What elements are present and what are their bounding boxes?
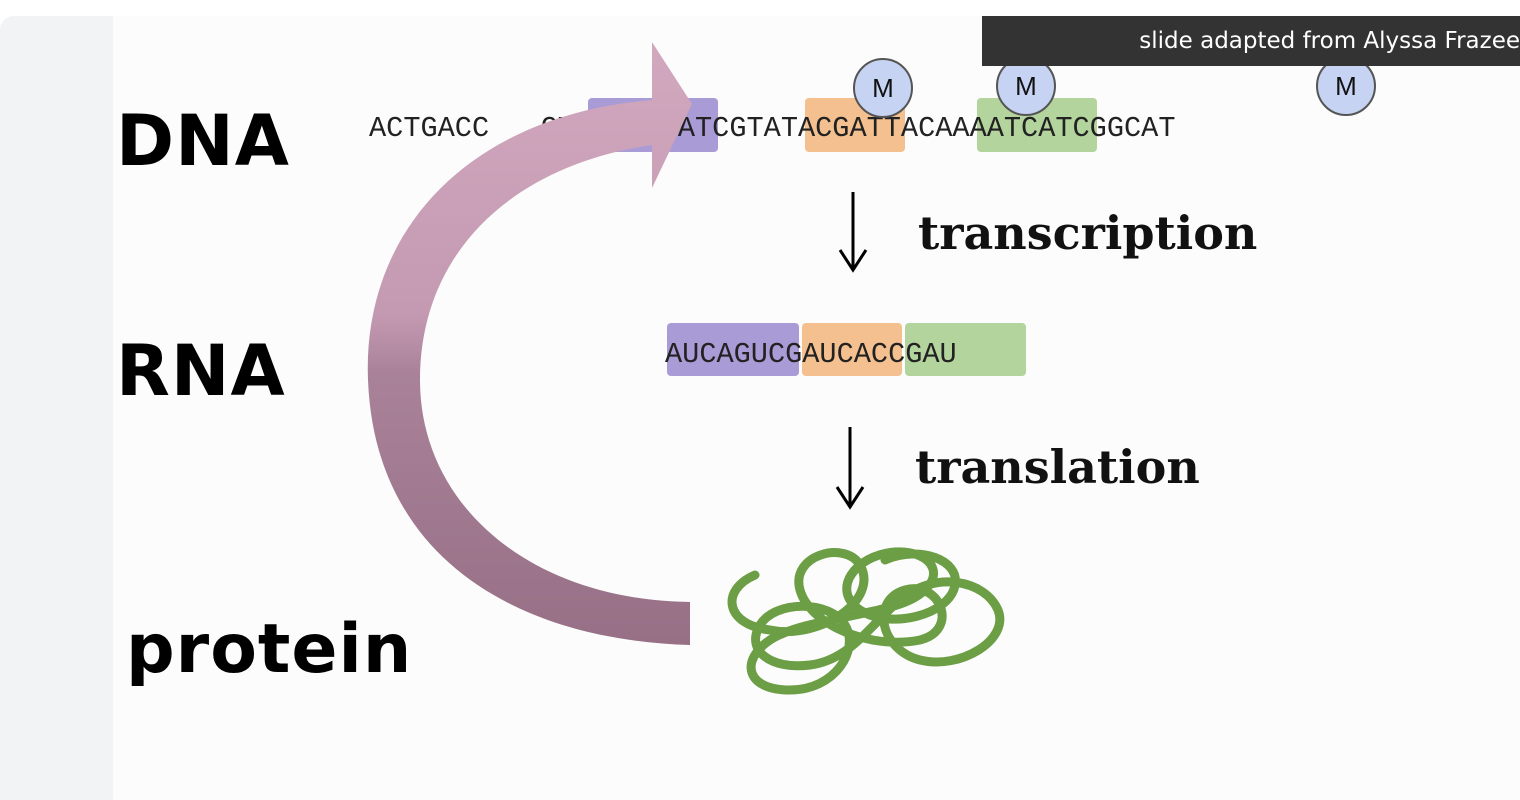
left-gutter [0, 16, 113, 800]
methylation-mark-2: M [996, 56, 1056, 116]
feedback-arrow [367, 42, 692, 645]
rna-label: RNA [116, 330, 286, 412]
rna-highlight-purple [667, 323, 799, 376]
slide-credit-text: slide adapted from Alyssa Frazee [1139, 28, 1520, 54]
translation-arrow [835, 427, 865, 510]
rna-highlight-orange [802, 323, 902, 376]
slide-credit-banner: slide adapted from Alyssa Frazee [982, 16, 1520, 66]
methylation-mark-1: M [853, 58, 913, 118]
translation-label: translation [915, 440, 1200, 494]
protein-label: protein [126, 610, 413, 689]
transcription-label: transcription [918, 206, 1258, 260]
rna-sequence: AUCAGUCGAUCACCGAU [665, 338, 957, 371]
rna-highlight-green [905, 323, 1026, 376]
protein-scribble [727, 547, 1005, 695]
methylation-mark-3: M [1316, 56, 1376, 116]
dna-label: DNA [116, 100, 290, 182]
transcription-arrow [838, 192, 868, 273]
